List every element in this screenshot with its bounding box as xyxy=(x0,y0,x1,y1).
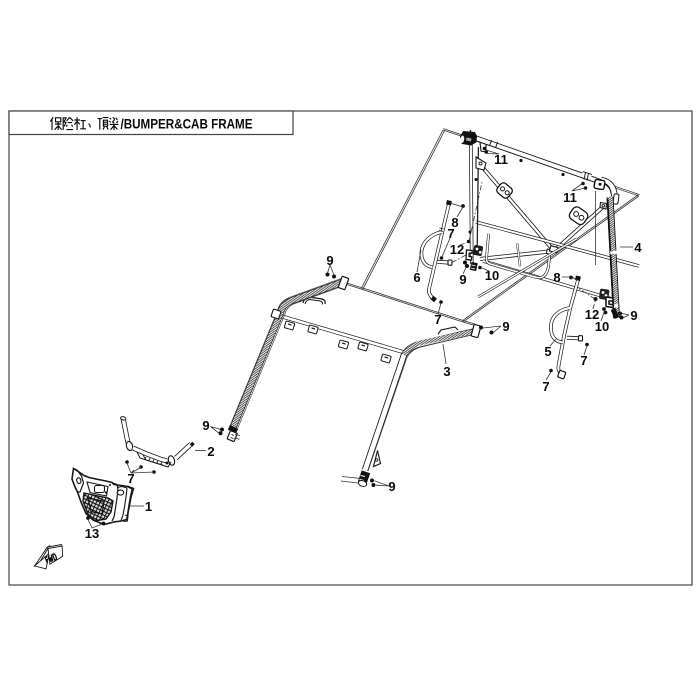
svg-text:7: 7 xyxy=(127,471,134,486)
svg-text:3: 3 xyxy=(443,364,450,379)
svg-text:2: 2 xyxy=(207,444,214,459)
svg-text:9: 9 xyxy=(502,319,509,334)
svg-text:5: 5 xyxy=(544,344,551,359)
svg-text:6: 6 xyxy=(413,270,420,285)
svg-text:11: 11 xyxy=(563,190,577,205)
svg-text:9: 9 xyxy=(630,308,637,323)
svg-text:10: 10 xyxy=(485,268,499,283)
svg-text:11: 11 xyxy=(494,152,508,167)
svg-text:4: 4 xyxy=(634,240,642,255)
svg-text:/BUMPER&CAB FRAME: /BUMPER&CAB FRAME xyxy=(121,117,253,132)
svg-text:10: 10 xyxy=(595,319,609,334)
svg-text:1: 1 xyxy=(145,499,152,514)
svg-text:12: 12 xyxy=(585,307,599,322)
svg-text:8: 8 xyxy=(553,270,560,285)
svg-text:7: 7 xyxy=(434,312,441,327)
svg-text:8: 8 xyxy=(451,215,458,230)
svg-text:9: 9 xyxy=(202,418,209,433)
svg-text:9: 9 xyxy=(459,272,466,287)
svg-text:9: 9 xyxy=(388,479,395,494)
svg-text:7: 7 xyxy=(580,353,587,368)
svg-text:12: 12 xyxy=(450,242,464,257)
svg-text:9: 9 xyxy=(326,253,333,268)
svg-text:7: 7 xyxy=(447,226,454,241)
svg-text:7: 7 xyxy=(542,379,549,394)
svg-text:13: 13 xyxy=(85,526,99,541)
